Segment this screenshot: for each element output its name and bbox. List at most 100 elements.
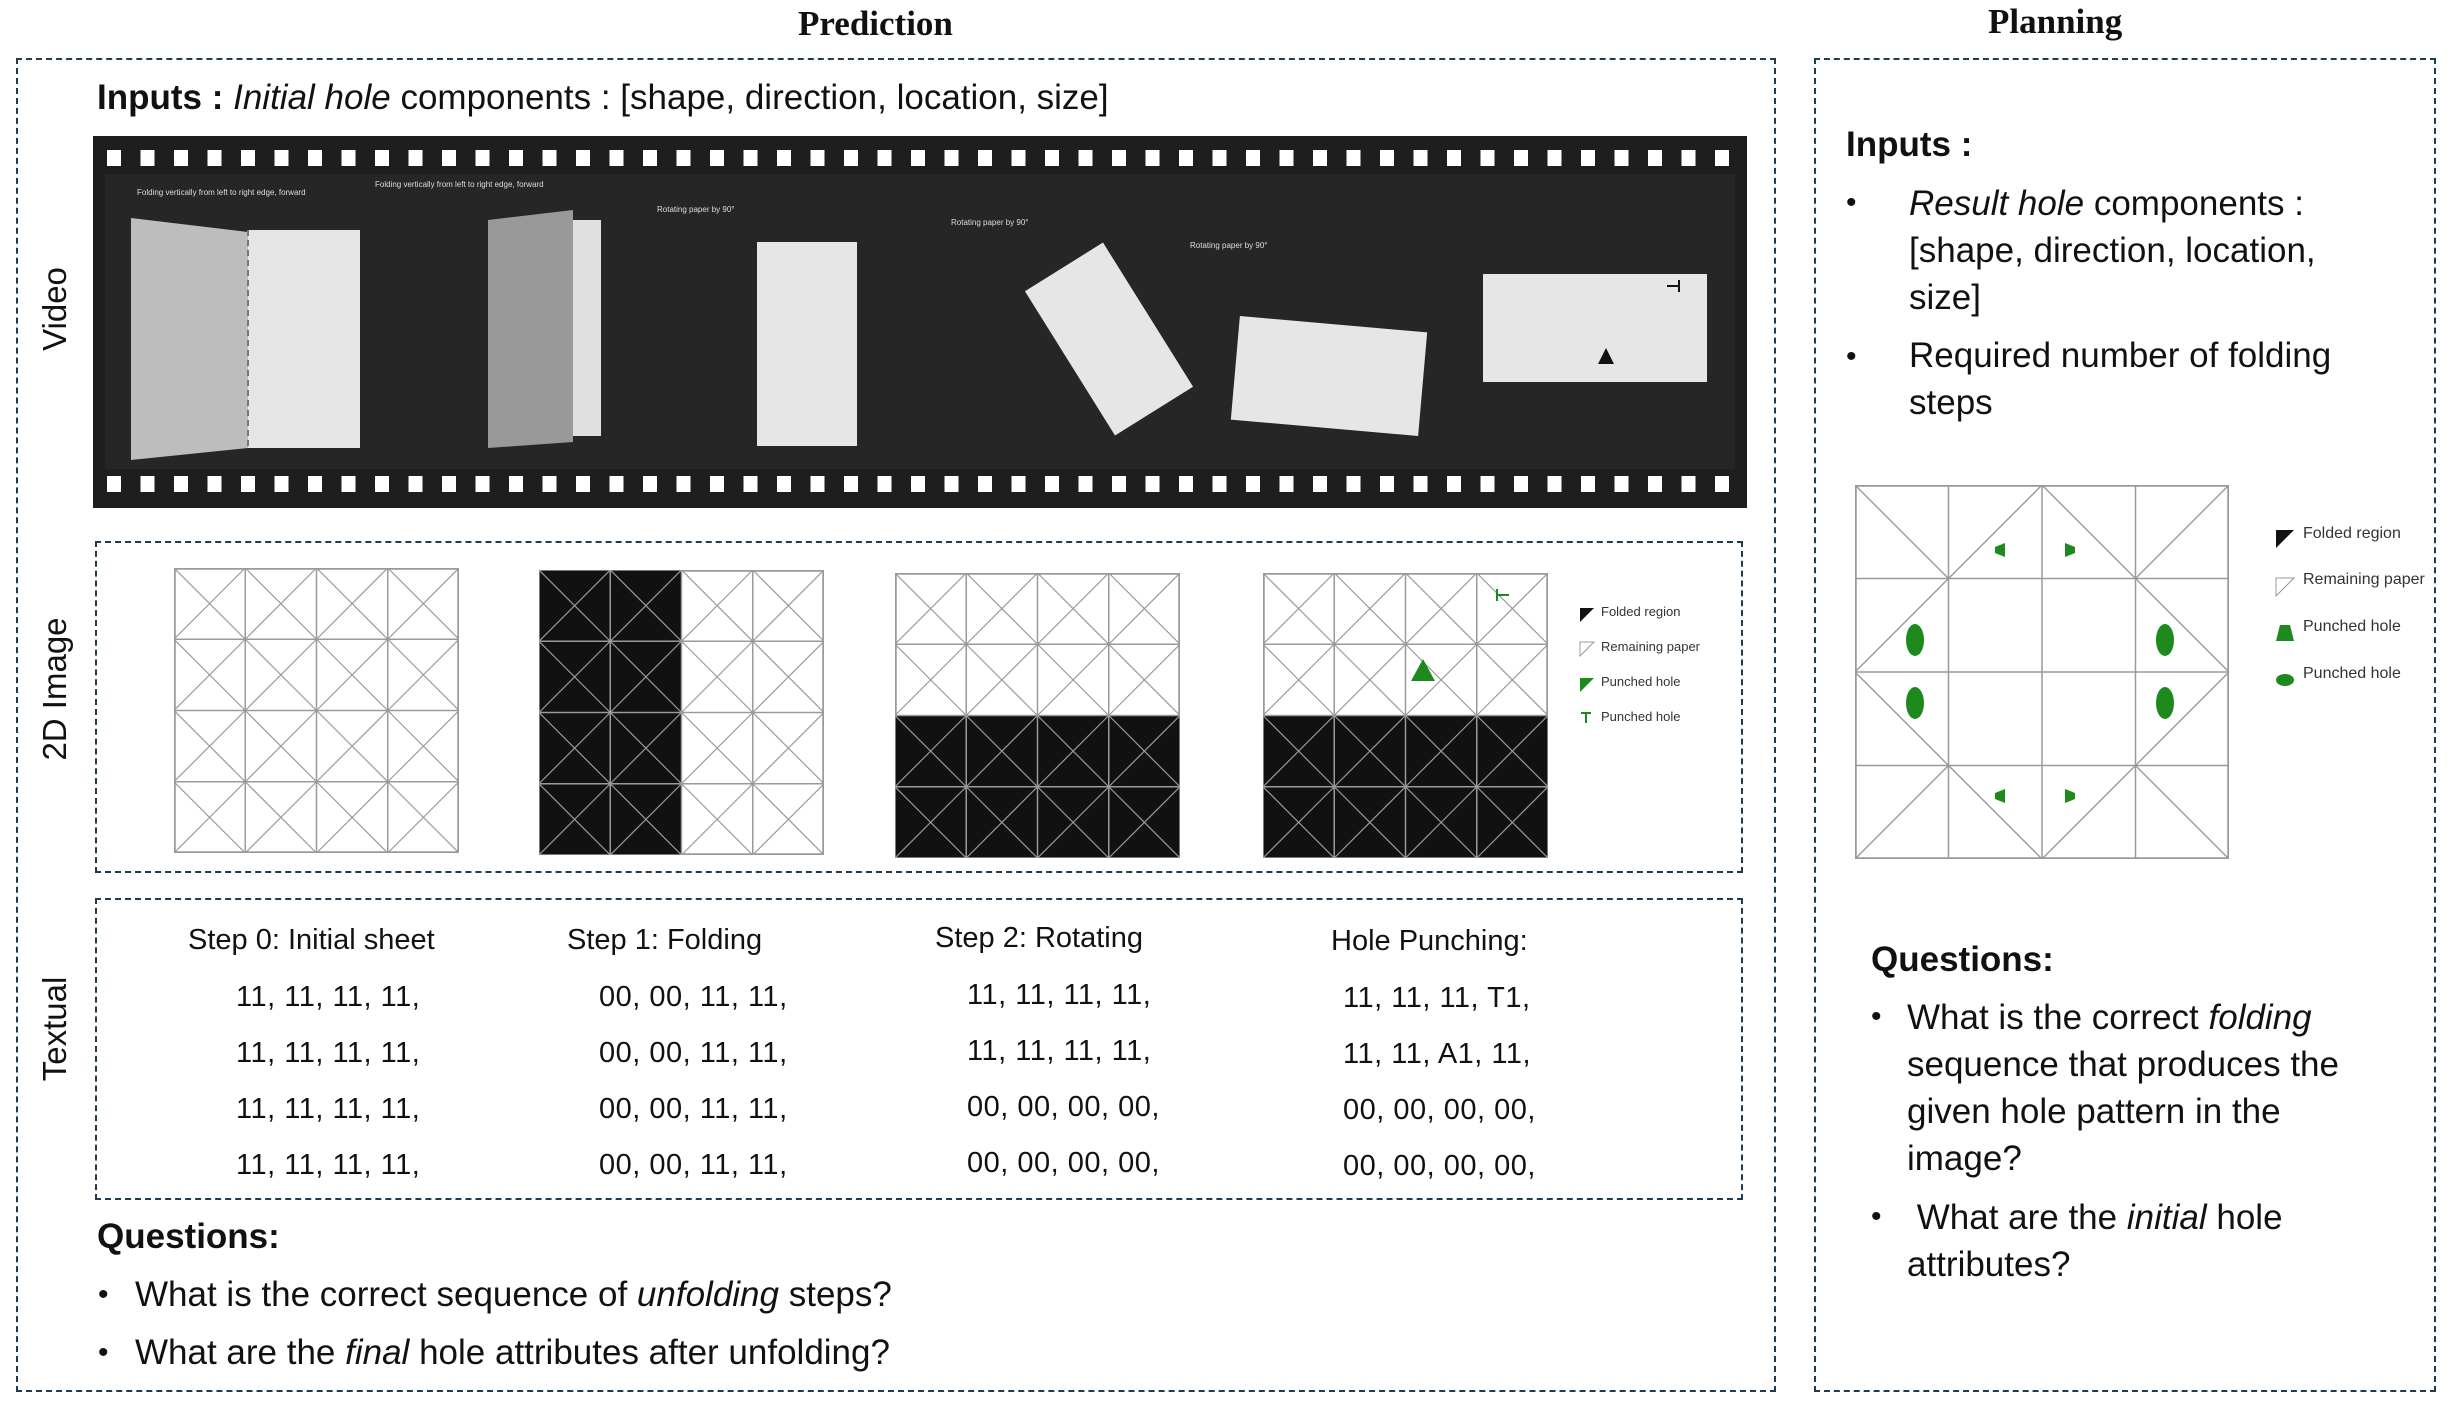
remaining-paper-icon [1579,641,1596,658]
planning-question-1: What is the correct folding sequence tha… [1907,994,2339,1182]
step-row: 11, 11, 11, T1, [1343,982,1531,1014]
prediction-legend-label-3: Punched hole [1601,674,1681,689]
video-caption-3: Rotating paper by 90° [657,205,735,214]
sprocket-hole [1648,476,1662,492]
sprocket-hole [542,476,557,492]
paper-frame-5 [1230,316,1428,436]
t-hole-icon [1667,280,1680,292]
sprocket-hole [308,476,322,492]
prediction-legend-label-1: Folded region [1601,604,1681,619]
sprocket-hole [1078,150,1093,166]
sprocket-hole [475,150,490,166]
textual-box [95,898,1743,1200]
sprocket-hole [1145,150,1160,166]
sprocket-hole [777,476,791,492]
sprocket-hole [1715,150,1729,166]
punched-hole-trapezoid-icon [2276,625,2294,641]
image-box [95,541,1743,873]
paper-fold-frame-2 [488,210,573,448]
planning-input-2: Required number of folding steps [1909,332,2331,426]
prediction-title: Prediction [798,4,953,43]
sprocket-hole [1681,150,1696,166]
sprocket-hole [174,476,188,492]
planning-grid [1855,485,2229,859]
ellipse-hole-icon [2156,624,2174,656]
sprocket-hole [609,150,624,166]
step-header: Step 1: Folding [567,924,763,956]
sprocket-hole [576,476,590,492]
sprocket-hole [1447,476,1461,492]
sprocket-hole [1045,150,1059,166]
step-row: 11, 11, 11, 11, [236,1037,421,1069]
b1-line-3: size] [1909,278,1981,317]
sprocket-hole [944,476,959,492]
planning-inputs-label: Inputs : [1846,125,1973,164]
folded-region-icon [2276,530,2294,548]
sprocket-hole [1547,150,1562,166]
sprocket-hole [1313,476,1327,492]
sprocket-hole [140,476,155,492]
prediction-inputs-label: Inputs : [97,78,224,117]
sprocket-hole [1715,476,1729,492]
pq1-line-3: given hole pattern in the [1907,1092,2281,1131]
pq2-line-2: attributes? [1907,1245,2071,1284]
bullet-icon: • [98,1336,109,1369]
planning-legend-label-1: Folded region [2303,525,2401,542]
sprocket-hole [1447,150,1461,166]
prediction-legend-label-4: Punched hole [1601,709,1681,724]
sprocket-hole [341,150,356,166]
sprocket-hole [1179,150,1193,166]
step-row: 00, 00, 00, 00, [967,1147,1160,1179]
step-row: 11, 11, A1, 11, [1343,1038,1532,1070]
prediction-question-2: What are the final hole attributes after… [135,1333,890,1373]
grid-step-1 [539,570,824,855]
prediction-questions-label: Questions: [97,1217,280,1256]
ellipse-hole-icon [1906,624,1924,656]
sprocket-hole [1145,476,1160,492]
sprocket-hole [1112,150,1126,166]
paper-fold-frame-1-left [131,218,248,460]
b2-line-2: steps [1909,383,1993,422]
sprocket-hole [274,476,289,492]
sprocket-hole [107,150,121,166]
step-row: 00, 00, 11, 11, [599,981,788,1013]
t-hole-icon [1496,589,1509,601]
sprocket-hole [1547,476,1562,492]
q2-pre: What are the [135,1333,336,1372]
triangle-hole-icon [1598,348,1614,364]
pq1-pre: What is the correct [1907,998,2199,1037]
step-row: 11, 11, 11, 11, [236,981,421,1013]
sprocket-hole [207,476,222,492]
sprocket-hole [944,150,959,166]
sprocket-hole [676,476,691,492]
sprocket-hole [1648,150,1662,166]
grid-step-3 [1263,573,1548,858]
punched-hole-triangle-icon [1580,678,1594,692]
step-header: Step 0: Initial sheet [188,924,435,956]
q2-italic: final [345,1333,410,1372]
punched-hole-t-icon [1581,712,1591,723]
b1-italic: Result hole [1909,184,2085,223]
prediction-inputs-italic: Initial hole [233,78,391,117]
sprocket-hole [710,476,724,492]
sprocket-hole [978,476,992,492]
step-row: 11, 11, 11, 11, [967,1035,1152,1067]
sprocket-hole [1681,476,1696,492]
sprocket-hole [1614,476,1629,492]
sprocket-hole [509,476,523,492]
ellipse-hole-icon [2156,687,2174,719]
paper-frame-4 [1024,242,1194,436]
planning-input-1: Result hole components : [shape, directi… [1909,180,2316,321]
planning-legend-label-2: Remaining paper [2303,571,2425,588]
sprocket-hole [743,150,758,166]
video-caption-2: Folding vertically from left to right ed… [375,180,544,189]
sprocket-hole [643,476,657,492]
sprocket-hole [274,150,289,166]
grid-step-2 [895,573,1180,858]
sprocket-hole [877,476,892,492]
prediction-inputs: Inputs : Initial hole components : [shap… [97,78,1109,118]
sprocket-hole [710,150,724,166]
paper-fold-frame-1-right [248,230,360,448]
row-label-textual: Textual [36,976,73,1082]
sprocket-hole [509,150,523,166]
